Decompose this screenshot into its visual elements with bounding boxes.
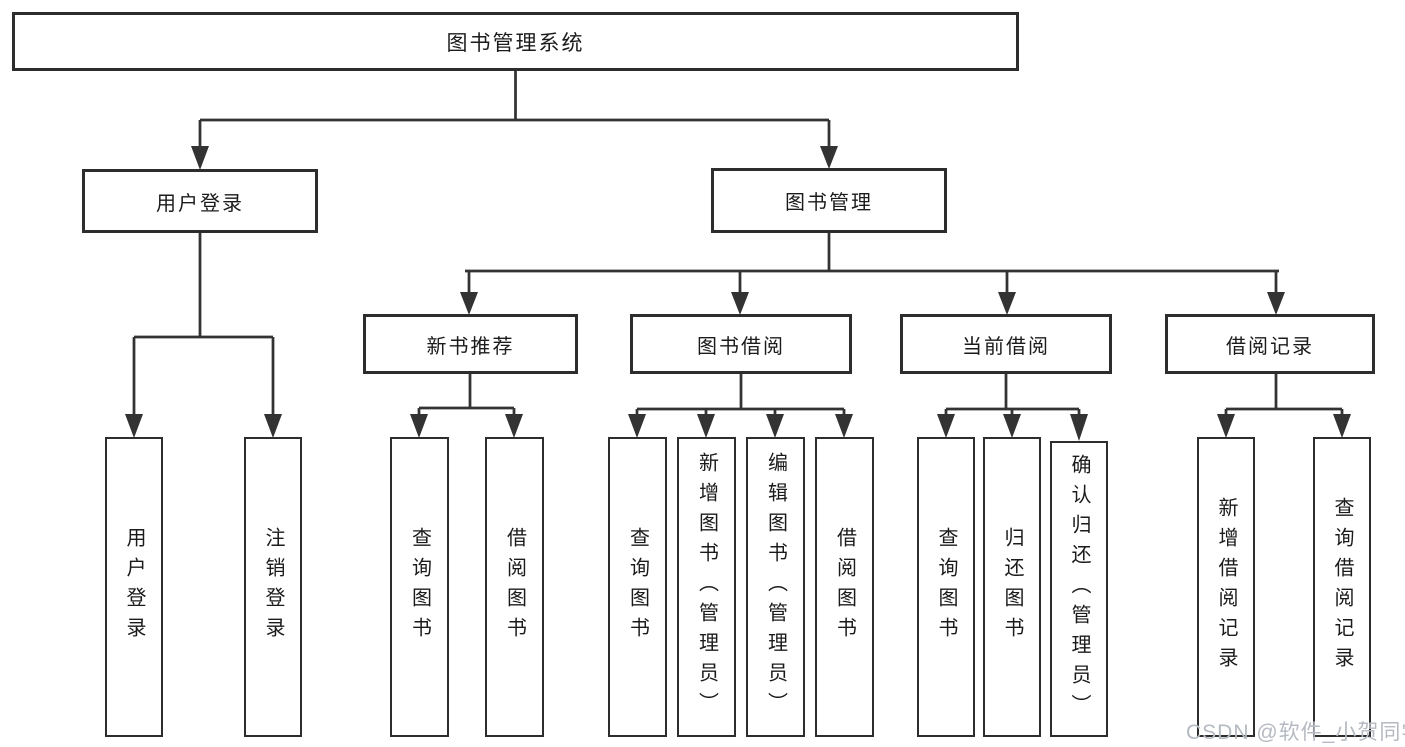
node-new-book-recommend-label: 新书推荐 <box>426 335 515 358</box>
leaf-borrow-query-books-label: 查询图书 <box>626 527 649 647</box>
leaf-current-return-books: 归还图书 <box>983 437 1041 737</box>
node-book-management-label: 图书管理 <box>785 192 873 214</box>
leaf-borrow-edit-books-admin-label: 编辑图书（管理员） <box>764 452 787 722</box>
node-current-borrow: 当前借阅 <box>900 314 1112 374</box>
leaf-records-query-record: 查询借阅记录 <box>1313 437 1371 737</box>
leaf-current-query-books: 查询图书 <box>917 437 975 737</box>
leaf-borrow-borrow-books-label: 借阅图书 <box>833 527 856 647</box>
node-book-management: 图书管理 <box>711 168 947 233</box>
node-root: 图书管理系统 <box>12 12 1019 71</box>
leaf-logout-label: 注销登录 <box>262 527 284 647</box>
leaf-logout: 注销登录 <box>244 437 302 737</box>
leaf-current-confirm-return-admin-label: 确认归还（管理员） <box>1068 454 1090 724</box>
watermark: CSDN @软件_小贺同学 <box>1186 721 1405 744</box>
node-current-borrow-label: 当前借阅 <box>962 335 1050 358</box>
node-borrow-records-label: 借阅记录 <box>1226 335 1314 358</box>
leaf-newbook-query-books-label: 查询图书 <box>408 527 431 647</box>
leaf-newbook-query-books: 查询图书 <box>390 437 449 737</box>
leaf-current-confirm-return-admin: 确认归还（管理员） <box>1050 441 1108 737</box>
node-book-borrow-label: 图书借阅 <box>697 335 785 358</box>
leaf-records-add-record-label: 新增借阅记录 <box>1215 497 1237 677</box>
node-borrow-records: 借阅记录 <box>1165 314 1375 374</box>
leaf-user-login-label: 用户登录 <box>123 527 145 647</box>
leaf-newbook-borrow-books: 借阅图书 <box>485 437 544 737</box>
node-user-login: 用户登录 <box>82 169 318 233</box>
leaf-current-query-books-label: 查询图书 <box>935 527 957 647</box>
leaf-borrow-add-books-admin: 新增图书（管理员） <box>677 437 736 737</box>
leaf-records-add-record: 新增借阅记录 <box>1197 437 1255 737</box>
leaf-user-login: 用户登录 <box>105 437 163 737</box>
node-root-label: 图书管理系统 <box>446 31 585 55</box>
leaf-borrow-edit-books-admin: 编辑图书（管理员） <box>746 437 805 737</box>
leaf-records-query-record-label: 查询借阅记录 <box>1331 497 1353 677</box>
leaf-current-return-books-label: 归还图书 <box>1001 527 1023 647</box>
node-new-book-recommend: 新书推荐 <box>363 314 578 374</box>
node-user-login-label: 用户登录 <box>156 192 244 215</box>
leaf-borrow-query-books: 查询图书 <box>608 437 667 737</box>
leaf-newbook-borrow-books-label: 借阅图书 <box>503 527 526 647</box>
node-book-borrow: 图书借阅 <box>630 314 852 374</box>
leaf-borrow-borrow-books: 借阅图书 <box>815 437 874 737</box>
leaf-borrow-add-books-admin-label: 新增图书（管理员） <box>695 452 718 722</box>
